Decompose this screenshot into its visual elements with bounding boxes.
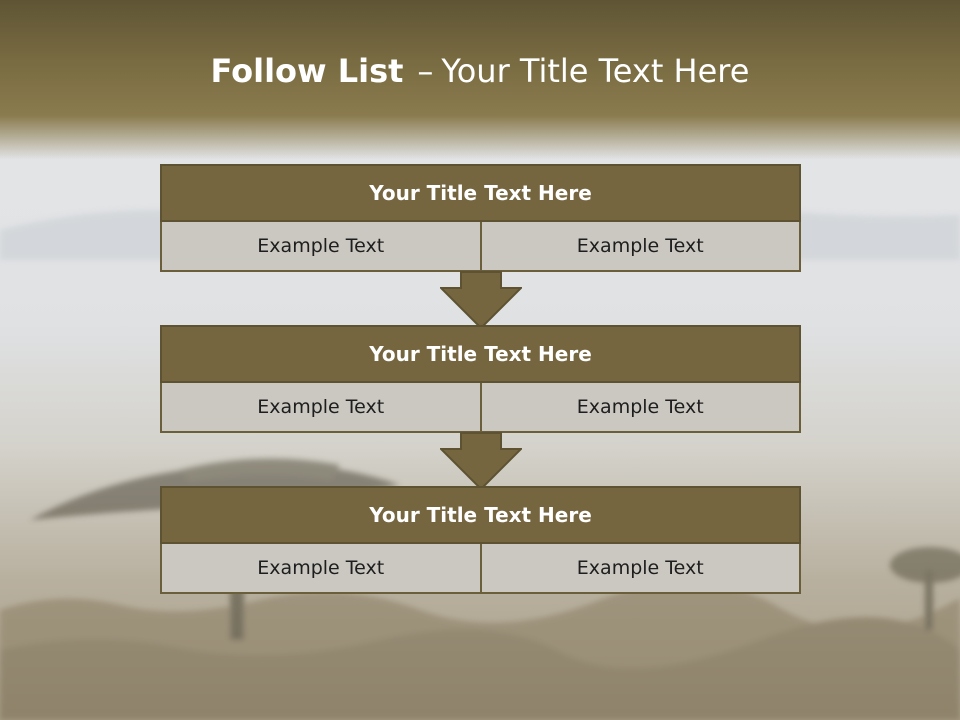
title-dash: –: [417, 52, 434, 90]
step-cell-left: Example Text: [162, 222, 480, 270]
step-row: Example Text Example Text: [160, 222, 801, 272]
step-row: Example Text Example Text: [160, 544, 801, 594]
step-cell-left: Example Text: [162, 383, 480, 431]
slide-title: Follow List–Your Title Text Here: [0, 52, 960, 90]
header-band: [0, 0, 960, 160]
step-cell-right: Example Text: [479, 544, 799, 592]
step-block-1: Your Title Text Here Example Text Exampl…: [160, 164, 801, 272]
step-cell-left: Example Text: [162, 544, 480, 592]
step-title: Your Title Text Here: [160, 164, 801, 222]
step-cell-right: Example Text: [479, 222, 799, 270]
step-cell-right: Example Text: [479, 383, 799, 431]
title-bold: Follow List: [210, 52, 404, 90]
step-title: Your Title Text Here: [160, 486, 801, 544]
step-row: Example Text Example Text: [160, 383, 801, 433]
down-arrow-icon: [440, 432, 522, 490]
step-block-2: Your Title Text Here Example Text Exampl…: [160, 325, 801, 433]
step-title: Your Title Text Here: [160, 325, 801, 383]
title-rest: Your Title Text Here: [441, 52, 750, 90]
step-block-3: Your Title Text Here Example Text Exampl…: [160, 486, 801, 594]
down-arrow-icon: [440, 271, 522, 329]
